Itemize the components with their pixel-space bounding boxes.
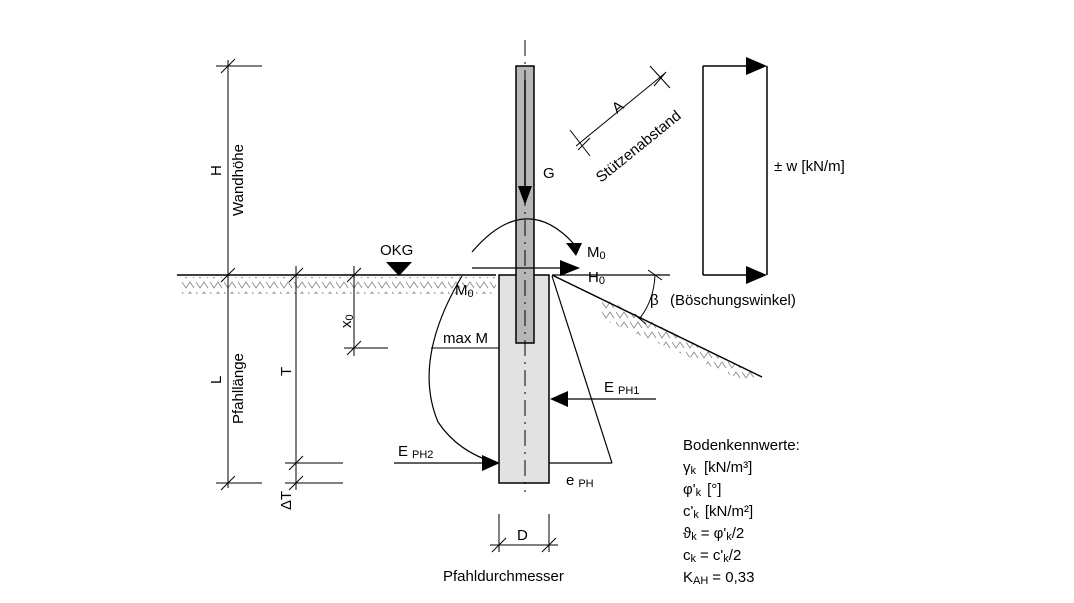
h0-arrow-head [560,260,580,276]
dim-tick-top [220,58,236,74]
dim-tick-x0-bottom [346,340,362,356]
wind-load-label: ± w [kN/m] [774,158,845,175]
embed-symbol: T [278,367,295,376]
height-symbol: H [208,165,225,176]
dim-tick-dt-bottom [288,475,304,491]
spacing-symbol: A [609,98,627,118]
column-spacing-label: Stützenabstand [593,107,685,186]
dim-tick-bottom [220,475,236,491]
x0-label: x0 [338,314,356,328]
okg-marker [386,262,412,276]
dim-ext-a-right [649,65,671,89]
pressure-triangle-edge [551,275,613,464]
dim-tick-x0-top [346,267,362,283]
dim-tick-t-bottom [288,455,304,471]
m0-arc-arrowhead [566,243,582,256]
soil-params-title: Bodenkennwerte: [683,437,800,454]
soil-param-phi: φ'k[°] [683,481,721,499]
delta-t-label: ΔT [278,491,295,510]
soil-param-cohesion: c'k[kN/m²] [683,503,753,521]
dim-tick-t-top [288,267,304,283]
wind-load-bottom-arrowhead [746,266,767,284]
dim-tick-a-right [653,71,667,87]
dim-line-a [575,73,665,147]
beta-tick-bottom [633,313,647,325]
dim-tick-a-left [577,137,591,151]
d-label: D [517,527,528,544]
beta-label: β [650,292,659,309]
wind-load-top-arrowhead [746,57,767,75]
ground-hatch-left [180,277,496,294]
m0-left-label: M0 [455,282,474,300]
eph2-arrow-head [482,455,500,471]
pile-diameter-label: Pfahldurchmesser [443,568,564,585]
soil-param-kah: KAH= 0,33 [683,569,754,587]
g-label: G [543,165,555,182]
dim-tick-d-right [541,537,557,553]
eph1-arrow-head [550,391,568,407]
dim-tick-d-left [491,537,507,553]
okg-label: OKG [380,242,413,259]
beta-arc [639,274,656,319]
dim-tick-ground [220,267,236,283]
slope-angle-label: (Böschungswinkel) [670,292,796,309]
pile-length-label: Pfahllänge [230,353,247,424]
m0-right-label: M0 [587,244,606,262]
length-symbol: L [208,376,225,384]
wall-height-label: Wandhöhe [230,144,247,216]
dim-ext-a-left [569,129,591,157]
soil-param-theta: ϑk= φ'k/2 [683,525,744,543]
g-arrow-head [518,186,532,205]
m0-moment-arc [471,218,575,253]
moment-distribution-curve [428,275,497,464]
h0-label: H0 [588,269,605,287]
max-m-label: max M [443,330,488,347]
soil-param-ck: ck= c'k/2 [683,547,741,565]
beta-tick-top [647,269,663,281]
slope-line [551,274,763,378]
soil-param-gamma: γk[kN/m³] [683,459,752,477]
